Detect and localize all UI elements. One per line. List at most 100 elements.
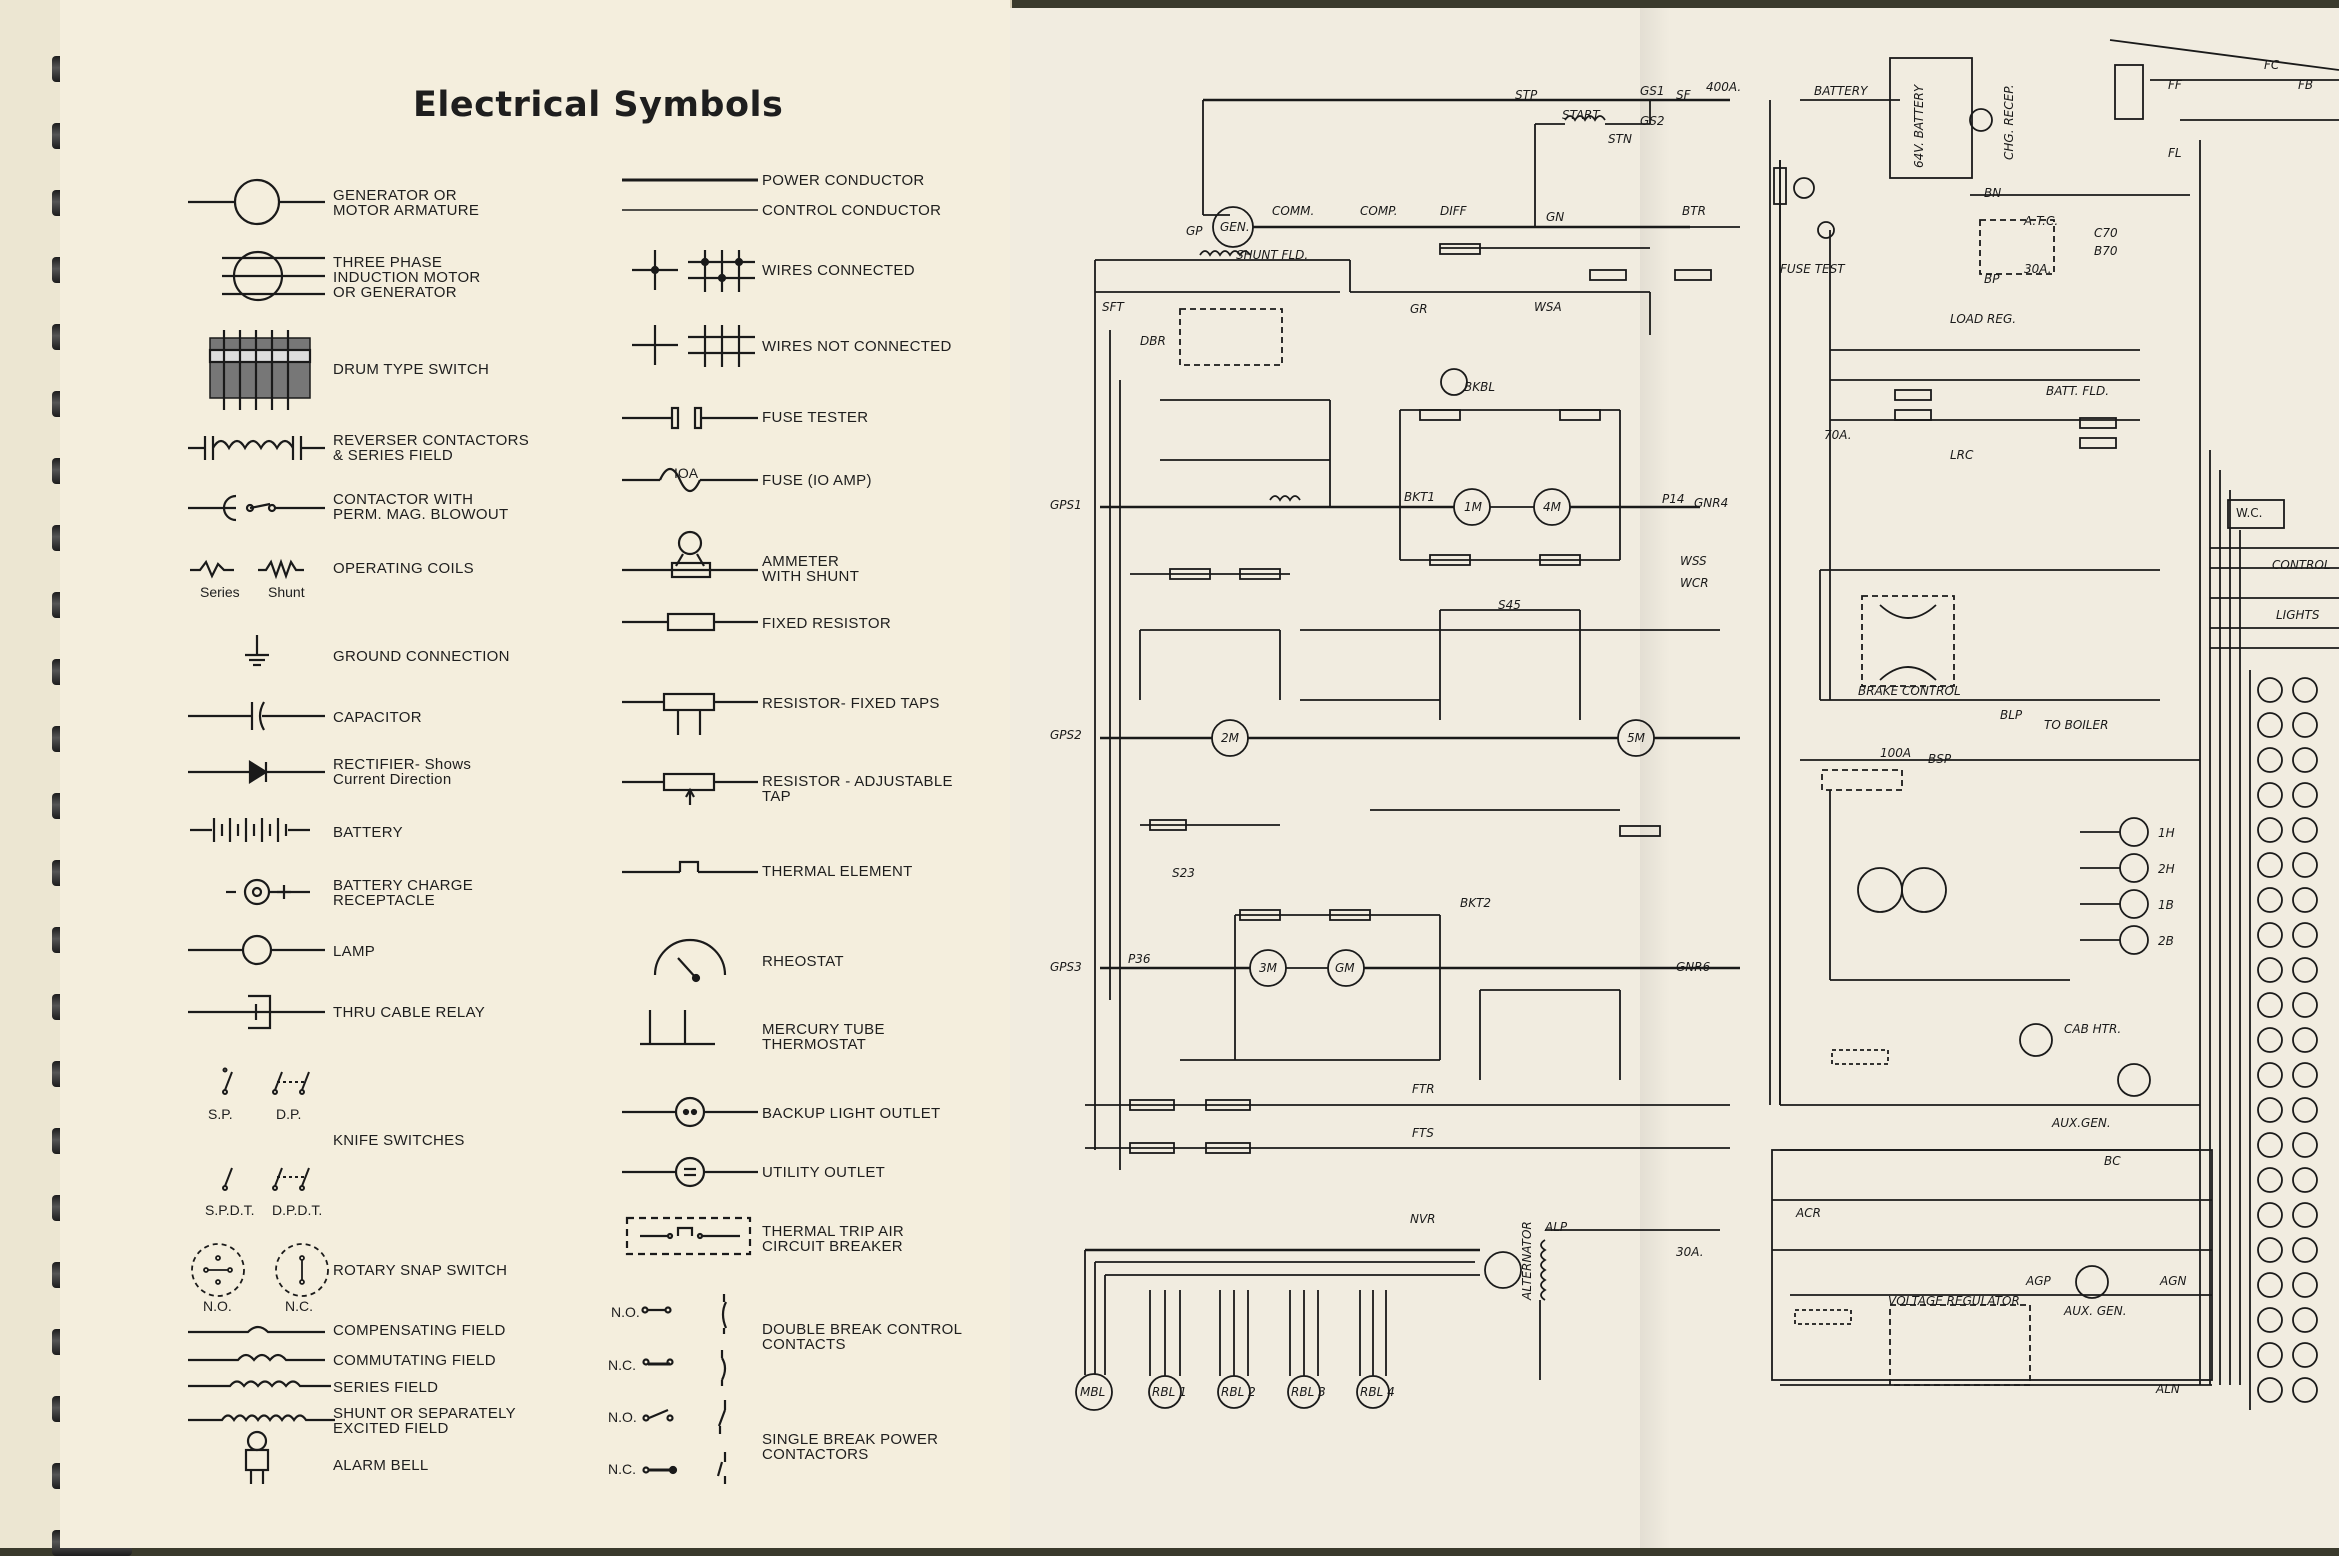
dlabel-p36: P36 — [1128, 952, 1151, 966]
left-page — [60, 0, 1012, 1548]
sub-sbp-no: N.O. — [608, 1409, 637, 1425]
dlabel-cab-htr: CAB HTR. — [2064, 1022, 2122, 1036]
battery-box — [1889, 57, 1973, 179]
dlabel-stp: STP — [1515, 88, 1538, 102]
dlabel-wsa: WSA — [1534, 300, 1562, 314]
sub-dbc-nc: N.C. — [608, 1357, 636, 1373]
double-break-contacts-symbol — [641, 1294, 728, 1386]
sub-dpdt: D.P.D.T. — [272, 1202, 323, 1218]
resistor-adjustable-tap-symbol — [622, 772, 758, 805]
dlabel-bsp: BSP — [1928, 752, 1952, 766]
dlabel-gm: GM — [1335, 961, 1355, 975]
dlabel-battery: BATTERY — [1814, 84, 1868, 98]
label-fixed-resistor: FIXED RESISTOR — [762, 615, 891, 632]
dlabel-s23: S23 — [1172, 866, 1195, 880]
label-power-conductor: POWER CONDUCTOR — [762, 172, 925, 189]
shunt-field-symbol — [188, 1414, 335, 1422]
label-fuse: FUSE (IO AMP) — [762, 472, 872, 489]
dlabel-2m: 2M — [1221, 731, 1239, 745]
battery-charge-receptacle-symbol — [226, 878, 310, 906]
dlabel-2h: 2H — [2158, 862, 2175, 876]
dlabel-400a: 400A. — [1706, 80, 1742, 94]
dlabel-30a: 30A. — [1676, 1245, 1704, 1259]
dlabel-wcr: WCR — [1680, 576, 1709, 590]
dlabel-to-boiler: TO BOILER — [2044, 718, 2109, 732]
dlabel-start: START — [1562, 108, 1600, 122]
dlabel-stn: STN — [1608, 132, 1632, 146]
label-lamp: LAMP — [333, 943, 376, 960]
dlabel-atc: A.T.C. — [2024, 214, 2059, 228]
dlabel-gs1: GS1 — [1640, 84, 1665, 98]
dlabel-bc: BC — [2104, 1154, 2121, 1168]
label-thru-cable: THRU CABLE RELAY — [333, 1004, 486, 1021]
label-series-field: SERIES FIELD — [333, 1379, 439, 1396]
dlabel-diff: DIFF — [1440, 204, 1467, 218]
dlabel-c70: C70 — [2094, 226, 2118, 240]
dlabel-gn: GN — [1546, 210, 1565, 224]
dlabel-batt-fld: BATT. FLD. — [2046, 384, 2110, 398]
dlabel-wc: W.C. — [2236, 506, 2263, 520]
thru-cable-relay-symbol — [188, 994, 325, 1030]
label-compensating: COMPENSATING FIELD — [333, 1322, 506, 1339]
dlabel-3m: 3M — [1259, 961, 1277, 975]
dlabel-b70: B70 — [2094, 244, 2118, 258]
dlabel-fl: FL — [2168, 146, 2182, 160]
dlabel-100a: 100A — [1880, 746, 1912, 760]
label-control-conductor: CONTROL CONDUCTOR — [762, 202, 942, 219]
dlabel-1h: 1H — [2158, 826, 2175, 840]
generator-symbol — [188, 178, 325, 226]
contactor-symbol — [188, 494, 325, 522]
alternator-circle — [1484, 1251, 1522, 1289]
dlabel-gr: GR — [1410, 302, 1428, 316]
dlabel-comp: COMP. — [1360, 204, 1398, 218]
voltage-regulator-box — [1771, 1149, 2213, 1381]
label-shunt-field: SHUNT OR SEPARATELY EXCITED FIELD — [333, 1405, 516, 1437]
dlabel-p14: P14 — [1662, 492, 1685, 506]
dlabel-fb: FB — [2298, 78, 2314, 92]
dlabel-gnr6: GNR6 — [1676, 960, 1711, 974]
label-ammeter: AMMETER WITH SHUNT — [762, 553, 860, 585]
capacitor-symbol — [188, 701, 325, 731]
label-knife: KNIFE SWITCHES — [333, 1132, 465, 1149]
dlabel-agn: AGN — [2160, 1274, 2187, 1288]
dlabel-5m: 5M — [1627, 731, 1645, 745]
dlabel-fts: FTS — [1412, 1126, 1434, 1140]
spiral-binding-strip — [0, 0, 60, 1548]
label-wires-not-connected: WIRES NOT CONNECTED — [762, 338, 952, 355]
dlabel-load-reg: LOAD REG. — [1950, 312, 2017, 326]
dlabel-gs2: GS2 — [1640, 114, 1665, 128]
label-air-breaker: THERMAL TRIP AIR CIRCUIT BREAKER — [762, 1223, 905, 1255]
label-capacitor: CAPACITOR — [333, 709, 422, 726]
dlabel-dbr: DBR — [1140, 334, 1166, 348]
dlabel-nvr: NVR — [1410, 1212, 1436, 1226]
label-contactor: CONTACTOR WITH PERM. MAG. BLOWOUT — [333, 491, 509, 523]
label-single-break: SINGLE BREAK POWER CONTACTORS — [762, 1431, 939, 1463]
dlabel-2b: 2B — [2158, 934, 2174, 948]
backup-light-outlet-symbol — [622, 1096, 758, 1128]
dlabel-bkt2: BKT2 — [1460, 896, 1492, 910]
label-thermal-element: THERMAL ELEMENT — [762, 863, 913, 880]
dlabel-alternator: ALTERNATOR — [1520, 1221, 1534, 1300]
terminal-circles — [2257, 677, 2318, 1403]
compensating-field-symbol — [188, 1325, 325, 1334]
dlabel-gps2: GPS2 — [1050, 728, 1082, 742]
brake-control-box — [1861, 595, 1955, 687]
dlabel-gen: GEN. — [1220, 220, 1250, 234]
dlabel-brake-control: BRAKE CONTROL — [1858, 684, 1961, 698]
fixed-resistor-symbol — [622, 612, 758, 632]
label-resistor-taps: RESISTOR- FIXED TAPS — [762, 695, 940, 712]
dlabel-fuse-test: FUSE TEST — [1780, 262, 1845, 276]
bkbl-circle — [1440, 368, 1468, 396]
dlabel-shunt-fld: SHUNT FLD. — [1236, 248, 1309, 262]
right-page — [1010, 8, 2339, 1548]
dlabel-control: CONTROL — [2272, 558, 2331, 572]
dlabel-sft: SFT — [1102, 300, 1124, 314]
label-commutating: COMMUTATING FIELD — [333, 1352, 496, 1369]
label-reverser: REVERSER CONTACTORS & SERIES FIELD — [333, 432, 530, 464]
utility-outlet-symbol — [622, 1156, 758, 1188]
thermal-element-symbol — [622, 860, 758, 874]
dlabel-voltage-regulator: VOLTAGE REGULATOR — [1888, 1294, 2020, 1308]
resistor-fixed-taps-symbol — [622, 692, 758, 735]
reverser-symbol — [188, 436, 325, 460]
dlabel-rbl3: RBL 3 — [1291, 1385, 1326, 1399]
